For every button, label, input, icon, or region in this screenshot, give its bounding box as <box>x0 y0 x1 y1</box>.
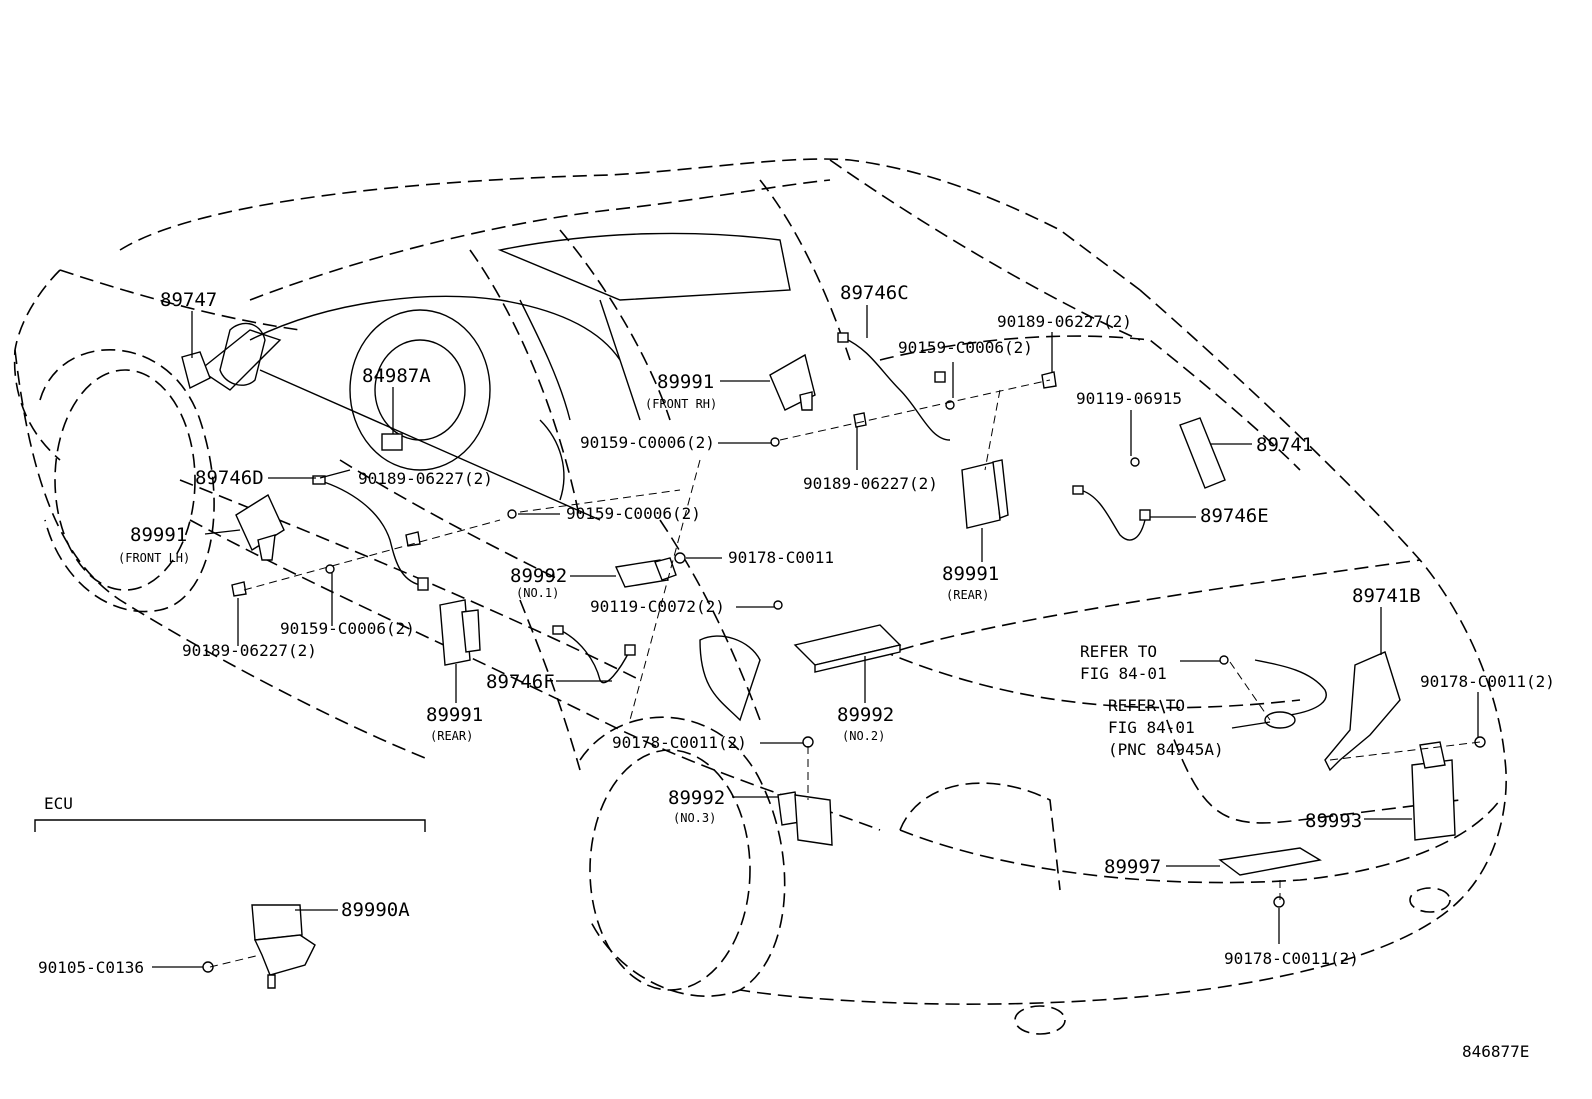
label-ecu: ECU <box>44 794 73 813</box>
label-89746D: 89746D <box>195 467 264 489</box>
part-shapes <box>181 332 1486 989</box>
label-89991-front-lh: 89991 <box>130 524 187 546</box>
label-89741B: 89741B <box>1352 585 1421 607</box>
label-89746C: 89746C <box>840 282 909 304</box>
label-90189-06227-c: 90189-06227(2) <box>997 312 1132 331</box>
label-89992-no3: 89992 <box>668 787 725 809</box>
label-90189-06227-b: 90189-06227(2) <box>358 469 493 488</box>
label-89997: 89997 <box>1104 856 1161 878</box>
label-pnc-84945A: (PNC 84945A) <box>1108 740 1224 759</box>
ecu-bracket <box>34 819 426 832</box>
label-89991-rear-left: 89991 <box>426 704 483 726</box>
car-body-outline <box>13 158 1507 1035</box>
label-no1: (NO.1) <box>516 586 559 600</box>
label-refer-to-1: REFER TO <box>1080 642 1157 661</box>
label-90178-C0011-b: 90178-C0011(2) <box>612 733 747 752</box>
label-90105-C0136: 90105-C0136 <box>38 958 144 977</box>
label-90178-C0011-d: 90178-C0011(2) <box>1224 949 1359 968</box>
label-90178-C0011-a: 90178-C0011 <box>728 548 834 567</box>
label-89992-no1: 89992 <box>510 565 567 587</box>
label-refer-to-2: REFER TO <box>1108 696 1185 715</box>
label-89990A: 89990A <box>341 899 410 921</box>
label-front-rh: (FRONT RH) <box>645 397 717 411</box>
label-90119-C0072: 90119-C0072(2) <box>590 597 725 616</box>
label-fig-84-01-1: FIG 84-01 <box>1080 664 1167 683</box>
label-90159-C0006-d: 90159-C0006(2) <box>898 338 1033 357</box>
label-front-lh: (FRONT LH) <box>118 551 190 565</box>
label-84987A: 84987A <box>362 365 431 387</box>
label-89746E: 89746E <box>1200 505 1269 527</box>
label-89747: 89747 <box>160 289 217 311</box>
leader-lines <box>152 305 1481 968</box>
label-90159-C0006-c: 90159-C0006(2) <box>580 433 715 452</box>
diagram-id: 846877E <box>1462 1042 1529 1061</box>
label-no2: (NO.2) <box>842 729 885 743</box>
label-89991-front-rh: 89991 <box>657 371 714 393</box>
label-90178-C0011-c: 90178-C0011(2) <box>1420 672 1555 691</box>
label-89741: 89741 <box>1256 434 1313 456</box>
label-89991-rear-right: 89991 <box>942 563 999 585</box>
label-89992-no2: 89992 <box>837 704 894 726</box>
label-90159-C0006-a: 90159-C0006(2) <box>280 619 415 638</box>
label-89993: 89993 <box>1305 810 1362 832</box>
label-89746F: 89746F <box>486 671 555 693</box>
label-90119-06915: 90119-06915 <box>1076 389 1182 408</box>
interior-sketch <box>198 232 791 722</box>
label-90159-C0006-b: 90159-C0006(2) <box>566 504 701 523</box>
label-90189-06227-a: 90189-06227(2) <box>182 641 317 660</box>
label-90189-06227-d: 90189-06227(2) <box>803 474 938 493</box>
label-fig-84-01-2: FIG 84-01 <box>1108 718 1195 737</box>
labels: 89747 84987A 89746D 89991 (FRONT LH) 901… <box>38 282 1555 1061</box>
label-no3: (NO.3) <box>673 811 716 825</box>
label-rear-right: (REAR) <box>946 588 989 602</box>
label-rear-left: (REAR) <box>430 729 473 743</box>
